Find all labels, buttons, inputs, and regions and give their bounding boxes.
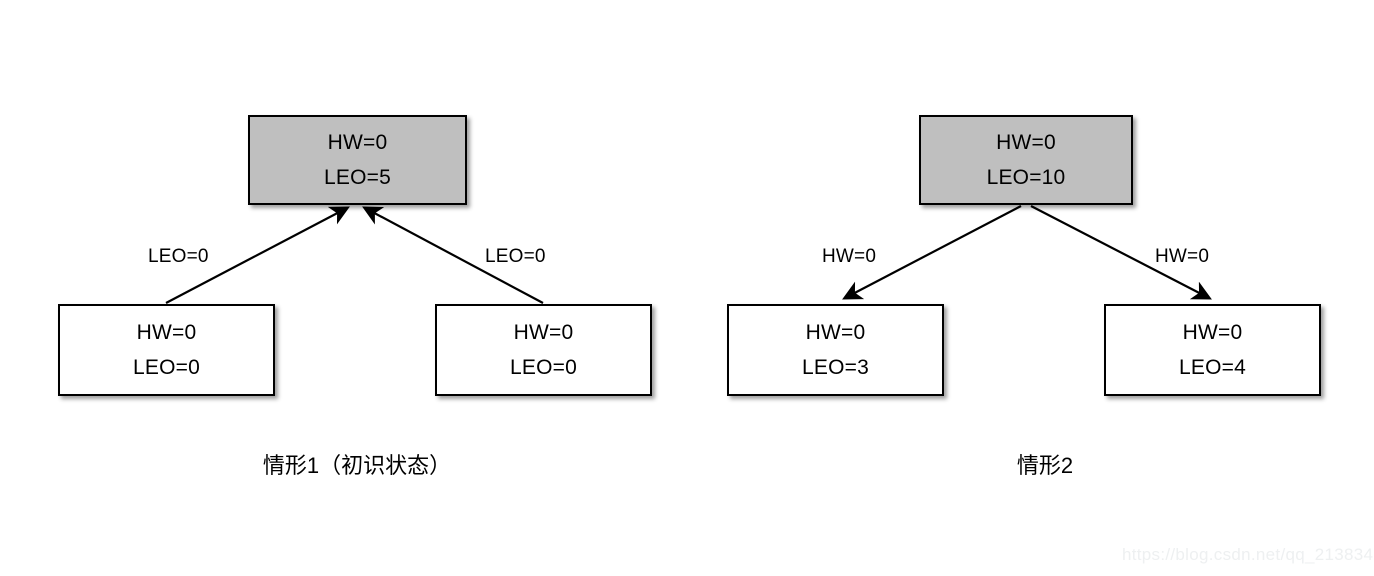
watermark-text: https://blog.csdn.net/qq_21383435 [1122,545,1374,564]
case2-root-node[interactable]: HW=0 LEO=10 [919,115,1133,205]
node-leo-value: LEO=0 [133,356,200,379]
case1-caption: 情形1（初识状态） [262,453,452,478]
node-leo-value: LEO=10 [986,166,1066,189]
node-hw-value: HW=0 [513,321,574,344]
node-leo-value: LEO=0 [510,356,577,379]
case2-right-edge-label: HW=0 [1155,246,1210,267]
node-hw-value: HW=0 [136,321,197,344]
case1-root-node[interactable]: HW=0 LEO=5 [248,115,467,205]
case1-right-child-node[interactable]: HW=0 LEO=0 [435,304,652,396]
case2-caption: 情形2 [1016,453,1074,478]
case1-left-child-node[interactable]: HW=0 LEO=0 [58,304,275,396]
case1-left-edge-label: LEO=0 [148,246,209,267]
node-hw-value: HW=0 [327,131,388,154]
case2-left-child-node[interactable]: HW=0 LEO=3 [727,304,944,396]
case1-right-edge-label: LEO=0 [485,246,546,267]
node-hw-value: HW=0 [1182,321,1243,344]
node-hw-value: HW=0 [996,131,1056,154]
node-hw-value: HW=0 [805,321,866,344]
node-leo-value: LEO=5 [324,166,391,189]
node-leo-value: LEO=4 [1179,356,1246,379]
case2-right-child-node[interactable]: HW=0 LEO=4 [1104,304,1321,396]
case2-left-edge-label: HW=0 [822,246,877,267]
node-leo-value: LEO=3 [802,356,869,379]
